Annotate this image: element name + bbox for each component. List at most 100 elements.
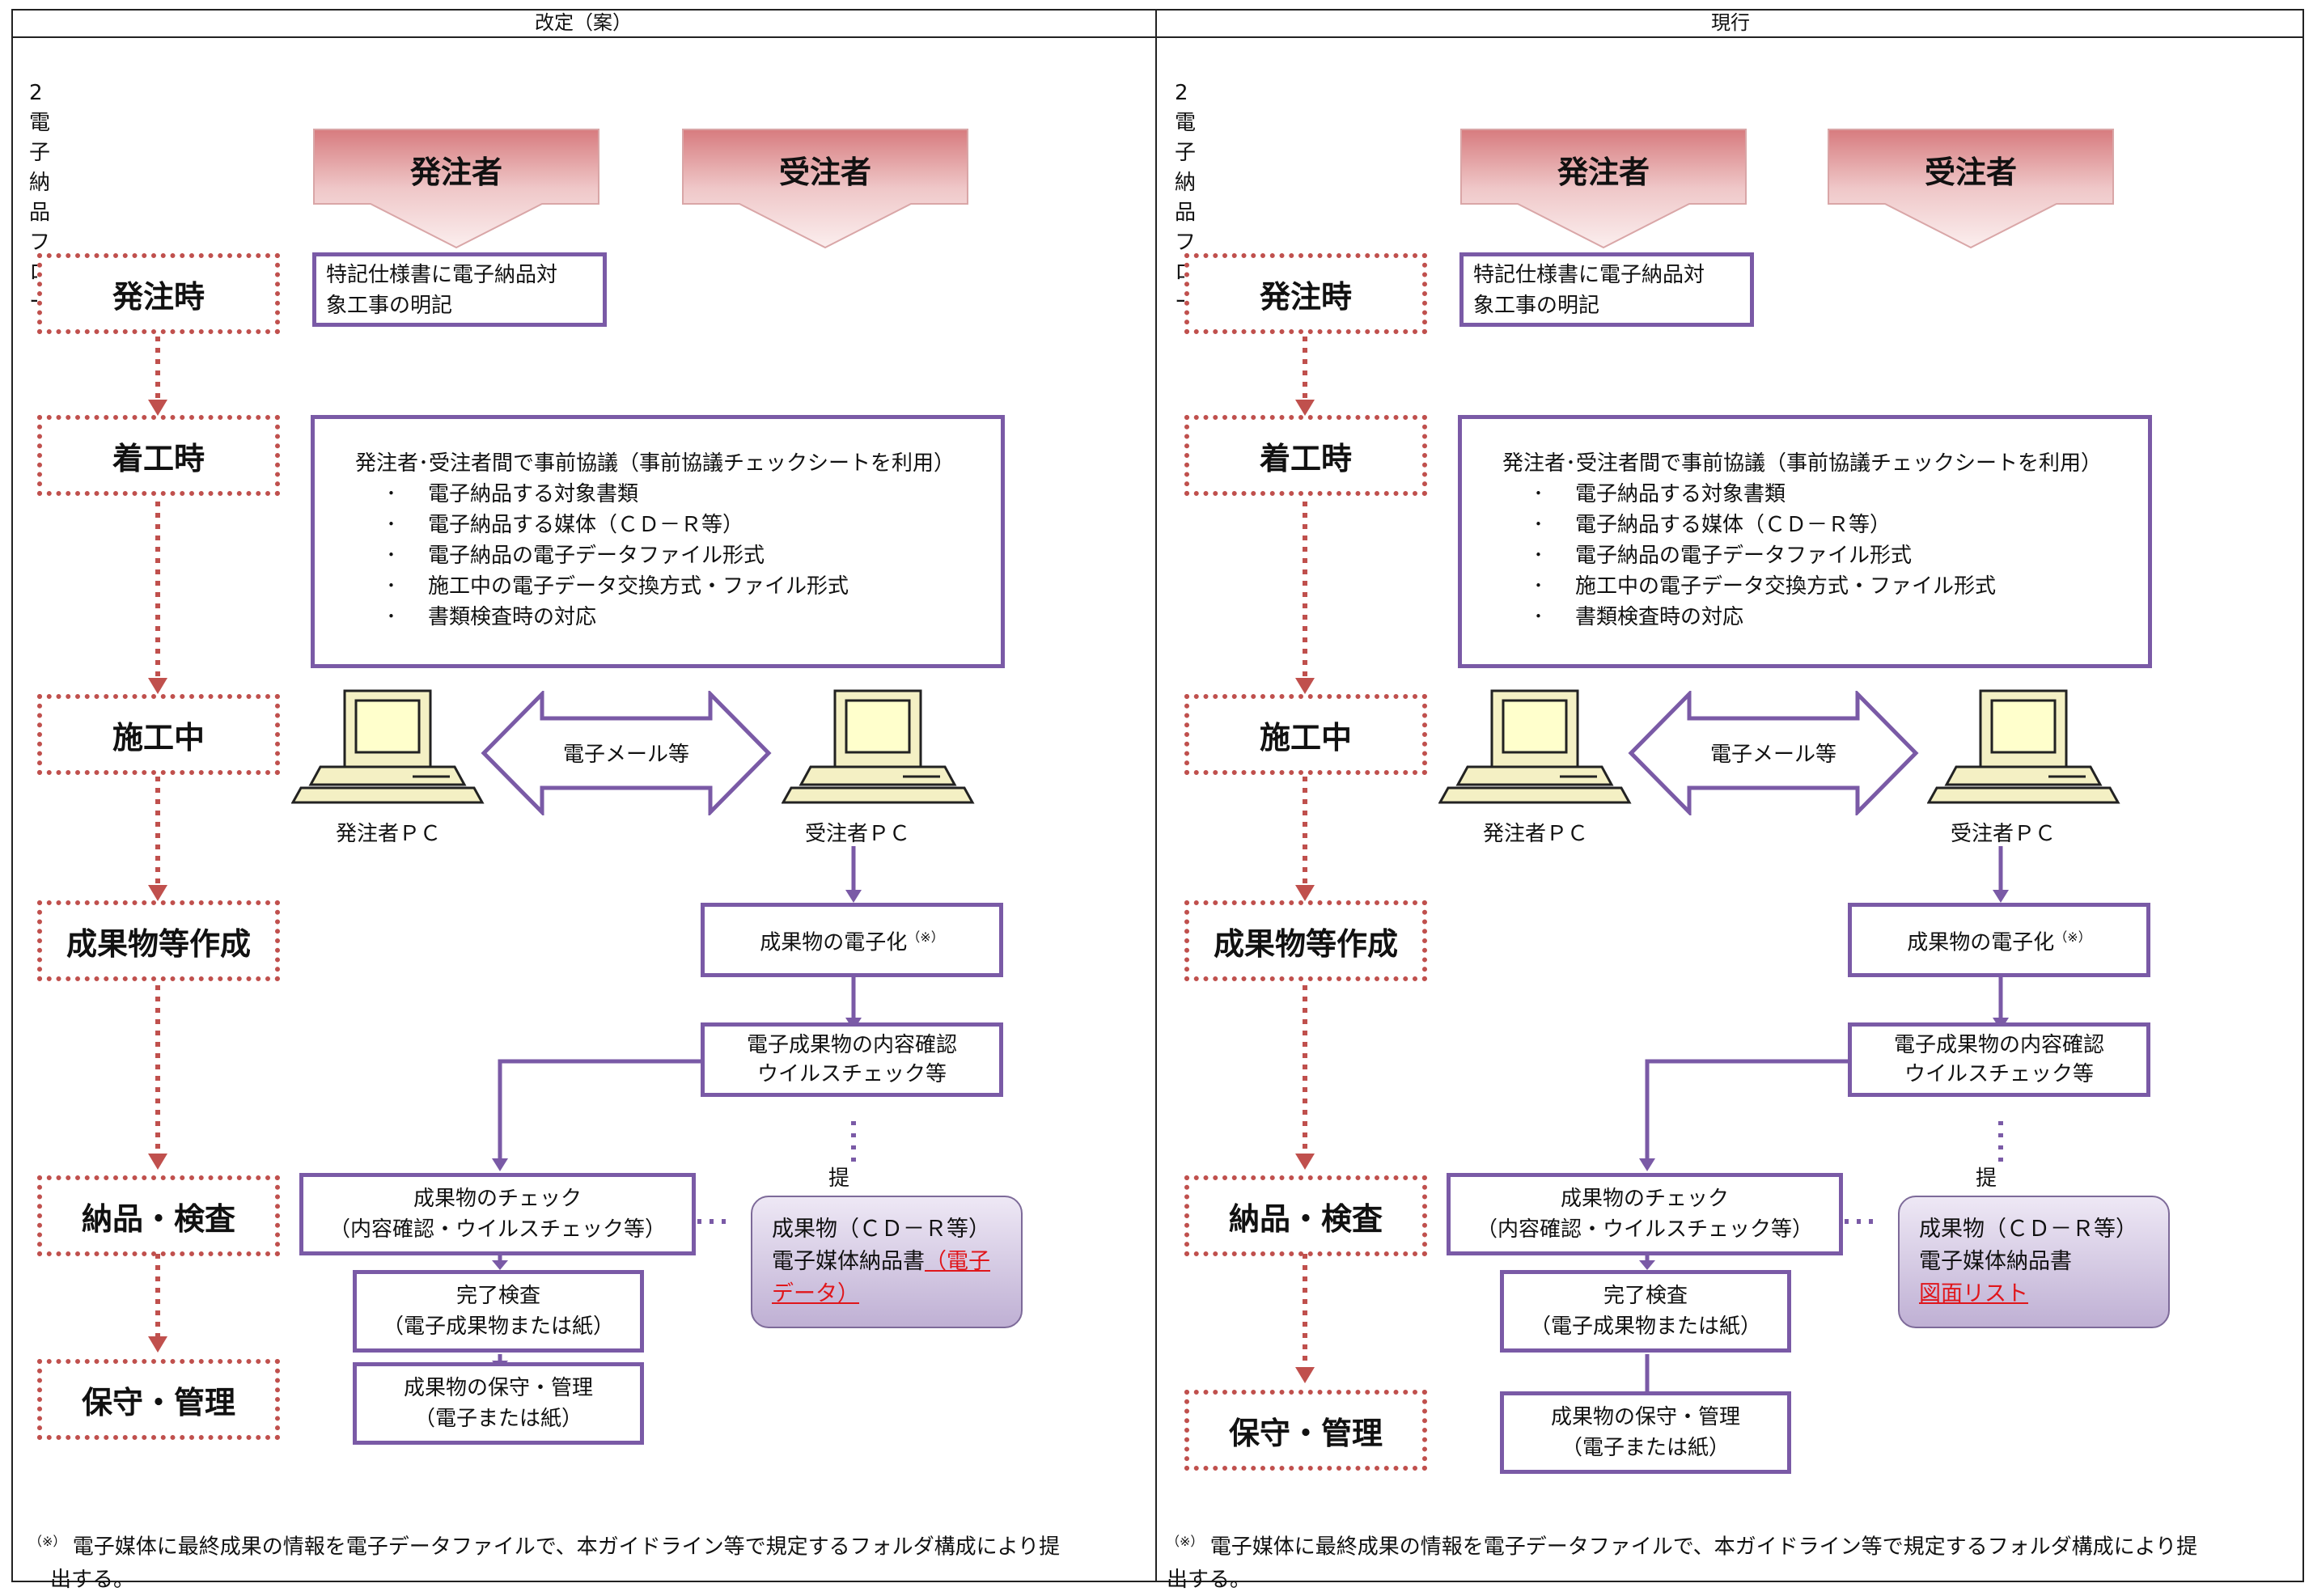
contractor-pc-icon xyxy=(782,689,975,804)
list-item: ･書類検査時の対応 xyxy=(1533,605,1744,629)
list-item: ･施工中の電子データ交換方式・ファイル形式 xyxy=(386,574,849,599)
inspection-line-2: （電子成果物または紙） xyxy=(382,1314,614,1339)
drawing-list-text: 図面リスト xyxy=(1919,1281,2028,1306)
deliverables-line-1: 成果物（ＣＤ－Ｒ等） xyxy=(1919,1217,2137,1242)
double-arrow-icon xyxy=(481,691,772,815)
consultation-title: 発注者･受注者間で事前協議（事前協議チェックシートを利用） xyxy=(1502,451,2103,476)
stage-maintenance: 保守・管理 xyxy=(1184,1390,1427,1471)
check-line-2: （内容確認・ウイルスチェック等） xyxy=(1476,1217,1813,1242)
orderer-pc-label: 発注者ＰＣ xyxy=(335,822,441,846)
list-item: ･書類検査時の対応 xyxy=(386,605,597,629)
footnote-text-2: 出する。 xyxy=(50,1567,135,1592)
spec-line-2: 象工事の明記 xyxy=(1473,294,1600,318)
stage-connectors xyxy=(148,337,167,1353)
maintenance-line-1: 成果物の保守・管理 xyxy=(403,1376,593,1400)
down-arrow-icon xyxy=(682,129,968,249)
digitize-box: 成果物の電子化（※） xyxy=(701,903,1003,977)
footnote-text-1: 電子媒体に最終成果の情報を電子データファイルで、本ガイドライン等で規定するフォル… xyxy=(72,1535,1061,1560)
spec-box: 特記仕様書に電子納品対 象工事の明記 xyxy=(312,252,607,327)
maintenance-line-2: （電子または紙） xyxy=(413,1407,582,1431)
orderer-pc-icon xyxy=(1438,689,1632,804)
confirm-line-2: ウイルスチェック等 xyxy=(756,1062,947,1086)
down-arrow-icon xyxy=(1828,129,2114,249)
spec-line-1: 特記仕様書に電子納品対 xyxy=(326,263,558,287)
stage-connectors xyxy=(1295,337,1315,1383)
orderer-pc-label: 発注者ＰＣ xyxy=(1482,822,1588,846)
digitize-text: 成果物の電子化 xyxy=(1907,930,2055,955)
actor-contractor: 受注者 xyxy=(1824,126,2118,259)
footnote-mark: （※） xyxy=(907,929,944,945)
confirm-line-2: ウイルスチェック等 xyxy=(1904,1062,2094,1086)
footnote: （※） 電子媒体に最終成果の情報を電子データファイルで、本ガイドライン等で規定す… xyxy=(1167,1526,2299,1596)
stage-ordering: 発注時 xyxy=(1184,253,1427,334)
consultation-title: 発注者･受注者間で事前協議（事前協議チェックシートを利用） xyxy=(355,451,955,476)
check-box: 成果物のチェック （内容確認・ウイルスチェック等） xyxy=(299,1173,696,1255)
stage-deliverable-creation: 成果物等作成 xyxy=(37,900,280,981)
list-item: ･施工中の電子データ交換方式・ファイル形式 xyxy=(1533,574,1997,599)
flow-connectors xyxy=(492,846,862,1370)
stage-construction: 施工中 xyxy=(37,694,280,775)
header-divider xyxy=(11,36,2304,38)
actor-contractor: 受注者 xyxy=(678,126,972,259)
inspection-line-1: 完了検査 xyxy=(455,1284,540,1308)
table-frame xyxy=(11,9,2304,1582)
flow-connectors xyxy=(1639,846,2009,1401)
down-arrow-icon xyxy=(1460,129,1747,249)
footnote-mark: （※） xyxy=(29,1534,66,1549)
list-item: ･電子納品の電子データファイル形式 xyxy=(386,544,765,568)
actor-contractor-label: 受注者 xyxy=(778,155,871,190)
stage-construction: 施工中 xyxy=(1184,694,1427,775)
digitize-text: 成果物の電子化 xyxy=(760,930,908,955)
list-item: ･電子納品する対象書類 xyxy=(1533,482,1786,506)
orderer-pc-icon xyxy=(291,689,485,804)
check-line-2: （内容確認・ウイルスチェック等） xyxy=(328,1217,666,1242)
footnote-mark: （※） xyxy=(1167,1534,1204,1549)
consultation-list: ･電子納品する対象書類 ･電子納品する媒体（ＣＤ－Ｒ等） ･電子納品の電子データ… xyxy=(355,479,1001,633)
stage-ordering: 発注時 xyxy=(37,253,280,334)
footnote: （※） 電子媒体に最終成果の情報を電子データファイルで、本ガイドライン等で規定す… xyxy=(29,1526,1154,1596)
deliverables-box: 成果物（ＣＤ－Ｒ等） 電子媒体納品書（電子 データ） xyxy=(751,1196,1023,1328)
contractor-pc-icon xyxy=(1927,689,2120,804)
email-label: 電子メール等 xyxy=(1709,743,1836,767)
digitize-box: 成果物の電子化（※） xyxy=(1848,903,2150,977)
email-label: 電子メール等 xyxy=(562,743,689,767)
confirm-box: 電子成果物の内容確認 ウイルスチェック等 xyxy=(701,1022,1003,1097)
actor-contractor-label: 受注者 xyxy=(1924,155,2017,190)
actor-orderer-label: 発注者 xyxy=(409,155,502,190)
maintenance-box: 成果物の保守・管理 （電子または紙） xyxy=(353,1362,644,1445)
deliverables-line-2: 電子媒体納品書 xyxy=(772,1249,925,1274)
spec-line-1: 特記仕様書に電子納品対 xyxy=(1473,263,1705,287)
inspection-line-2: （電子成果物または紙） xyxy=(1529,1314,1761,1339)
list-item: ･電子納品する媒体（ＣＤ－Ｒ等） xyxy=(386,513,744,537)
stage-start: 着工時 xyxy=(37,415,280,496)
deliverables-line-1: 成果物（ＣＤ－Ｒ等） xyxy=(772,1217,990,1242)
consultation-box: 発注者･受注者間で事前協議（事前協議チェックシートを利用） ･電子納品する対象書… xyxy=(311,415,1005,668)
footnote-text-2: 出する。 xyxy=(1167,1567,1252,1592)
contractor-pc-label: 受注者ＰＣ xyxy=(1950,822,2056,846)
check-line-1: 成果物のチェック xyxy=(1560,1187,1729,1211)
check-line-1: 成果物のチェック xyxy=(413,1187,582,1211)
consultation-box: 発注者･受注者間で事前協議（事前協議チェックシートを利用） ･電子納品する対象書… xyxy=(1458,415,2152,668)
actor-orderer-label: 発注者 xyxy=(1557,155,1650,190)
deliverables-box: 成果物（ＣＤ－Ｒ等） 電子媒体納品書 図面リスト xyxy=(1898,1196,2170,1328)
maintenance-line-2: （電子または紙） xyxy=(1561,1436,1730,1460)
inspection-box: 完了検査 （電子成果物または紙） xyxy=(353,1270,644,1353)
column-header-revised: 改定（案） xyxy=(535,11,632,34)
revision-text: （電子 xyxy=(925,1249,990,1274)
list-item: ･電子納品する対象書類 xyxy=(386,482,639,506)
check-box: 成果物のチェック （内容確認・ウイルスチェック等） xyxy=(1447,1173,1843,1255)
footnote-text-1: 電子媒体に最終成果の情報を電子データファイルで、本ガイドライン等で規定するフォル… xyxy=(1209,1535,2198,1560)
spec-box: 特記仕様書に電子納品対 象工事の明記 xyxy=(1459,252,1754,327)
stage-delivery-inspection: 納品・検査 xyxy=(1184,1175,1427,1256)
consultation-list: ･電子納品する対象書類 ･電子納品する媒体（ＣＤ－Ｒ等） ･電子納品の電子データ… xyxy=(1502,479,2148,633)
contractor-pc-label: 受注者ＰＣ xyxy=(804,822,910,846)
confirm-box: 電子成果物の内容確認 ウイルスチェック等 xyxy=(1848,1022,2150,1097)
actor-orderer: 発注者 xyxy=(1456,126,1751,259)
stage-start: 着工時 xyxy=(1184,415,1427,496)
column-header-current: 現行 xyxy=(1711,11,1750,34)
double-arrow-icon xyxy=(1628,691,1919,815)
column-divider xyxy=(1155,9,1157,1582)
maintenance-box: 成果物の保守・管理 （電子または紙） xyxy=(1500,1391,1791,1474)
inspection-line-1: 完了検査 xyxy=(1603,1284,1688,1308)
list-item: ･電子納品する媒体（ＣＤ－Ｒ等） xyxy=(1533,513,1891,537)
